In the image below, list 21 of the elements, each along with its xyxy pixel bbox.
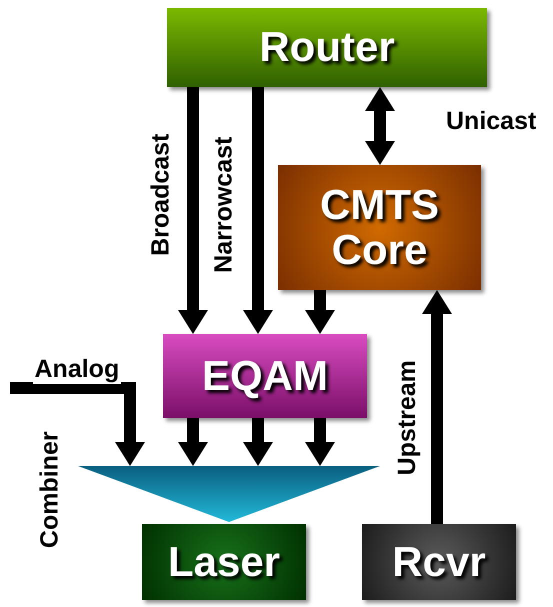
node-label: Laser bbox=[168, 540, 280, 584]
arrow bbox=[422, 290, 452, 524]
process-box bbox=[278, 165, 481, 290]
process-box bbox=[167, 8, 487, 87]
arrow bbox=[243, 418, 273, 466]
triangle-shape bbox=[78, 466, 380, 522]
arrow bbox=[10, 382, 145, 466]
process-box bbox=[142, 524, 306, 600]
arrow bbox=[178, 87, 208, 334]
node-label: Router bbox=[259, 25, 395, 70]
arrow bbox=[305, 418, 335, 466]
arrow bbox=[305, 290, 335, 334]
process-box bbox=[362, 524, 516, 600]
arrow bbox=[243, 87, 273, 334]
edge-label: Analog bbox=[32, 356, 122, 384]
arrow bbox=[365, 87, 395, 165]
arrow bbox=[178, 418, 208, 466]
node-label: Rcvr bbox=[392, 540, 486, 584]
node-label: CMTS Core bbox=[319, 183, 440, 272]
process-box bbox=[163, 334, 367, 418]
node-label: EQAM bbox=[202, 354, 328, 398]
